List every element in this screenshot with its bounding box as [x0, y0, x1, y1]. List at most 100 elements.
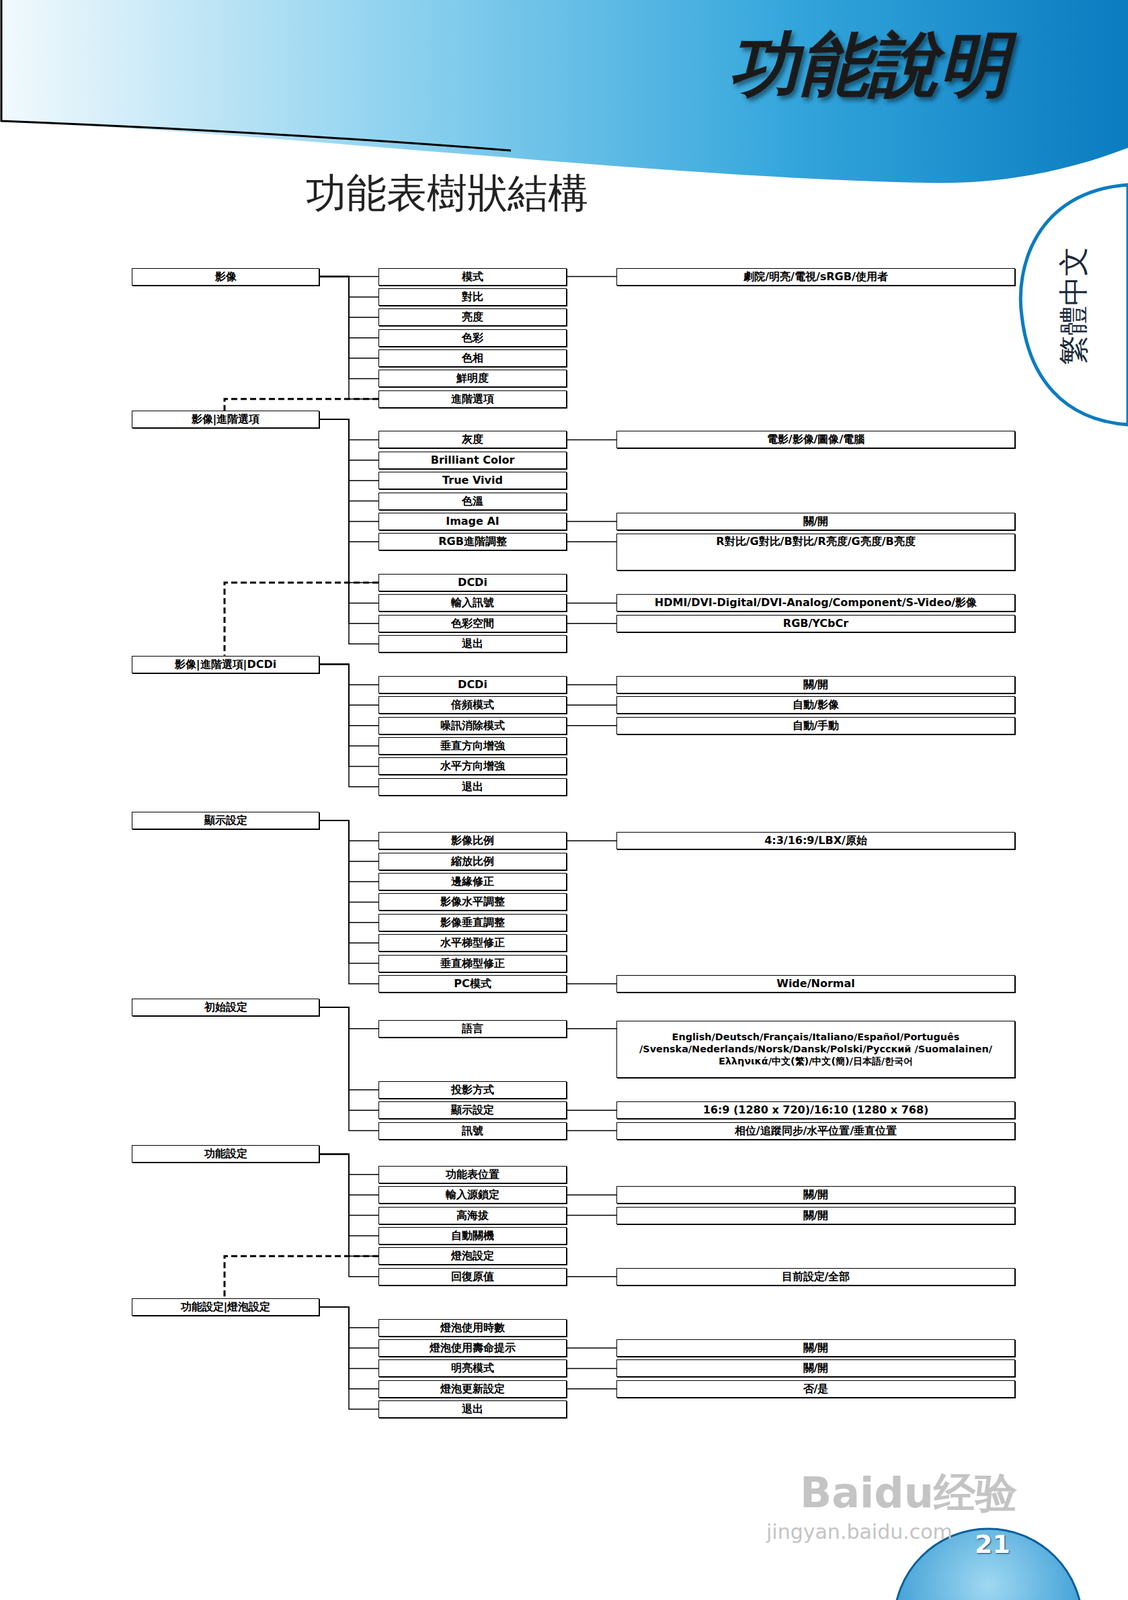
tree-connector	[566, 1368, 617, 1371]
submenu-box: 燈泡使用時數	[378, 1319, 567, 1338]
submenu-box: 高海拔	[378, 1207, 567, 1225]
menu-text: Wide/Normal	[776, 978, 856, 991]
menu-text: 影像比例	[451, 834, 495, 848]
option-box: 自動/影像	[616, 696, 1016, 714]
option-box: 劇院/明亮/電視/sRGB/使用者	[616, 268, 1016, 286]
submenu-box: 垂直梯型修正	[378, 955, 567, 973]
menu-text: 16:9 (1280 x 720)/16:10 (1280 x 768)	[703, 1104, 930, 1117]
menu-text: 功能設定|燈泡設定	[180, 1301, 271, 1314]
menu-text: HDMI/DVI-Digital/DVI-Analog/Component/S-…	[654, 596, 977, 610]
option-box: 4:3/16:9/LBX/原始	[616, 832, 1016, 850]
menu-text: 輸入源鎖定	[445, 1189, 500, 1202]
menu-text: 灰度	[461, 433, 484, 446]
submenu-box: 色相	[378, 349, 567, 368]
tree-connector	[566, 623, 617, 625]
menu-text: 關/開	[803, 515, 829, 528]
menu-text: 關/開	[803, 1342, 829, 1355]
tree-connector	[566, 1130, 617, 1133]
menu-text: 水平方向增強	[440, 760, 505, 773]
submenu-box: Brilliant Color	[378, 451, 567, 470]
menu-text: 功能設定	[204, 1148, 248, 1161]
tree-connector	[319, 820, 379, 985]
menu-text: RGB進階調整	[438, 535, 507, 548]
submenu-box: 進階選項	[378, 390, 567, 409]
menu-box: 功能設定|燈泡設定	[131, 1298, 320, 1317]
option-box: 目前設定/全部	[616, 1268, 1016, 1286]
submenu-box: 色彩	[378, 329, 567, 347]
submenu-box: 投影方式	[378, 1081, 567, 1100]
tree-connector	[566, 1347, 617, 1350]
menu-text: 輸入訊號	[451, 596, 495, 610]
submenu-box: 退出	[378, 1400, 567, 1419]
menu-text: Brilliant Color	[430, 454, 515, 467]
menu-text: 退出	[461, 1403, 484, 1416]
tree-connector	[566, 1109, 617, 1112]
tree-connector	[566, 705, 617, 707]
menu-text: 水平梯型修正	[440, 937, 505, 950]
tree-connector	[319, 664, 379, 788]
submenu-box: 水平方向增強	[378, 757, 567, 776]
submenu-box: 輸入源鎖定	[378, 1186, 567, 1204]
menu-text: 色相	[461, 352, 484, 365]
menu-text: 色彩	[461, 332, 484, 345]
header-band	[0, 0, 1128, 183]
submenu-box: 邊緣修正	[378, 873, 567, 891]
option-box: Wide/Normal	[616, 975, 1016, 993]
menu-text: 否/是	[803, 1383, 829, 1396]
menu-text: English/Deutsch/Français/Italiano/Españo…	[619, 1031, 1012, 1068]
option-box: 關/開	[616, 512, 1016, 531]
submenu-box: RGB進階調整	[378, 533, 567, 551]
submenu-box: 輸入訊號	[378, 594, 567, 612]
menu-text: 關/開	[803, 1210, 829, 1223]
menu-box: 功能設定	[131, 1145, 320, 1163]
submenu-box: 亮度	[378, 308, 567, 327]
submenu-box: 對比	[378, 288, 567, 306]
menu-text: 關/開	[803, 1362, 829, 1375]
page-title: 功能表樹狀結構	[305, 166, 589, 222]
tree-connector	[319, 419, 379, 644]
tree-connector	[566, 1276, 617, 1278]
submenu-box: 灰度	[378, 430, 567, 449]
tree-connector	[319, 1154, 379, 1277]
menu-text: 高海拔	[456, 1210, 489, 1223]
submenu-box: 明亮模式	[378, 1359, 567, 1378]
menu-text: 電影/影像/圖像/電腦	[767, 433, 866, 446]
tree-connector	[319, 1307, 379, 1410]
tree-connector	[566, 1194, 617, 1196]
menu-text: 對比	[461, 291, 484, 304]
tree-connector	[566, 983, 617, 985]
option-box: 自動/手動	[616, 717, 1016, 735]
tree-connector	[566, 684, 617, 686]
menu-text: 模式	[461, 270, 484, 284]
submenu-box: 垂直方向增強	[378, 737, 567, 755]
option-box: 16:9 (1280 x 720)/16:10 (1280 x 768)	[616, 1101, 1016, 1120]
submenu-link	[224, 582, 379, 656]
submenu-box: 功能表位置	[378, 1166, 567, 1184]
menu-text: 進階選項	[451, 393, 495, 406]
submenu-box: 燈泡使用壽命提示	[378, 1339, 567, 1358]
submenu-box: 倍頻模式	[378, 696, 567, 714]
submenu-box: 影像水平調整	[378, 893, 567, 911]
submenu-box: 鮮明度	[378, 369, 567, 388]
tree-connector	[566, 1028, 617, 1030]
menu-text: 影像	[215, 270, 237, 284]
option-box: 關/開	[616, 1339, 1016, 1358]
menu-text: DCDi	[457, 576, 488, 589]
menu-text: 自動關機	[451, 1230, 495, 1243]
submenu-box: 水平梯型修正	[378, 934, 567, 952]
submenu-box: 燈泡更新設定	[378, 1380, 567, 1399]
menu-text: 倍頻模式	[451, 699, 495, 712]
option-box: 相位/追蹤同步/水平位置/垂直位置	[616, 1122, 1016, 1141]
submenu-box: PC模式	[378, 975, 567, 993]
option-box: HDMI/DVI-Digital/DVI-Analog/Component/S-…	[616, 594, 1016, 612]
menu-text: 縮放比例	[451, 855, 495, 868]
tree-connector	[319, 276, 379, 400]
menu-text: 垂直梯型修正	[440, 957, 505, 971]
menu-text: 燈泡更新設定	[440, 1383, 505, 1396]
menu-text: 燈泡使用壽命提示	[429, 1342, 516, 1355]
page-number: 21	[974, 1529, 1011, 1560]
submenu-link	[224, 399, 379, 411]
menu-text: 4:3/16:9/LBX/原始	[764, 834, 868, 848]
menu-text: 色彩空間	[451, 617, 495, 630]
